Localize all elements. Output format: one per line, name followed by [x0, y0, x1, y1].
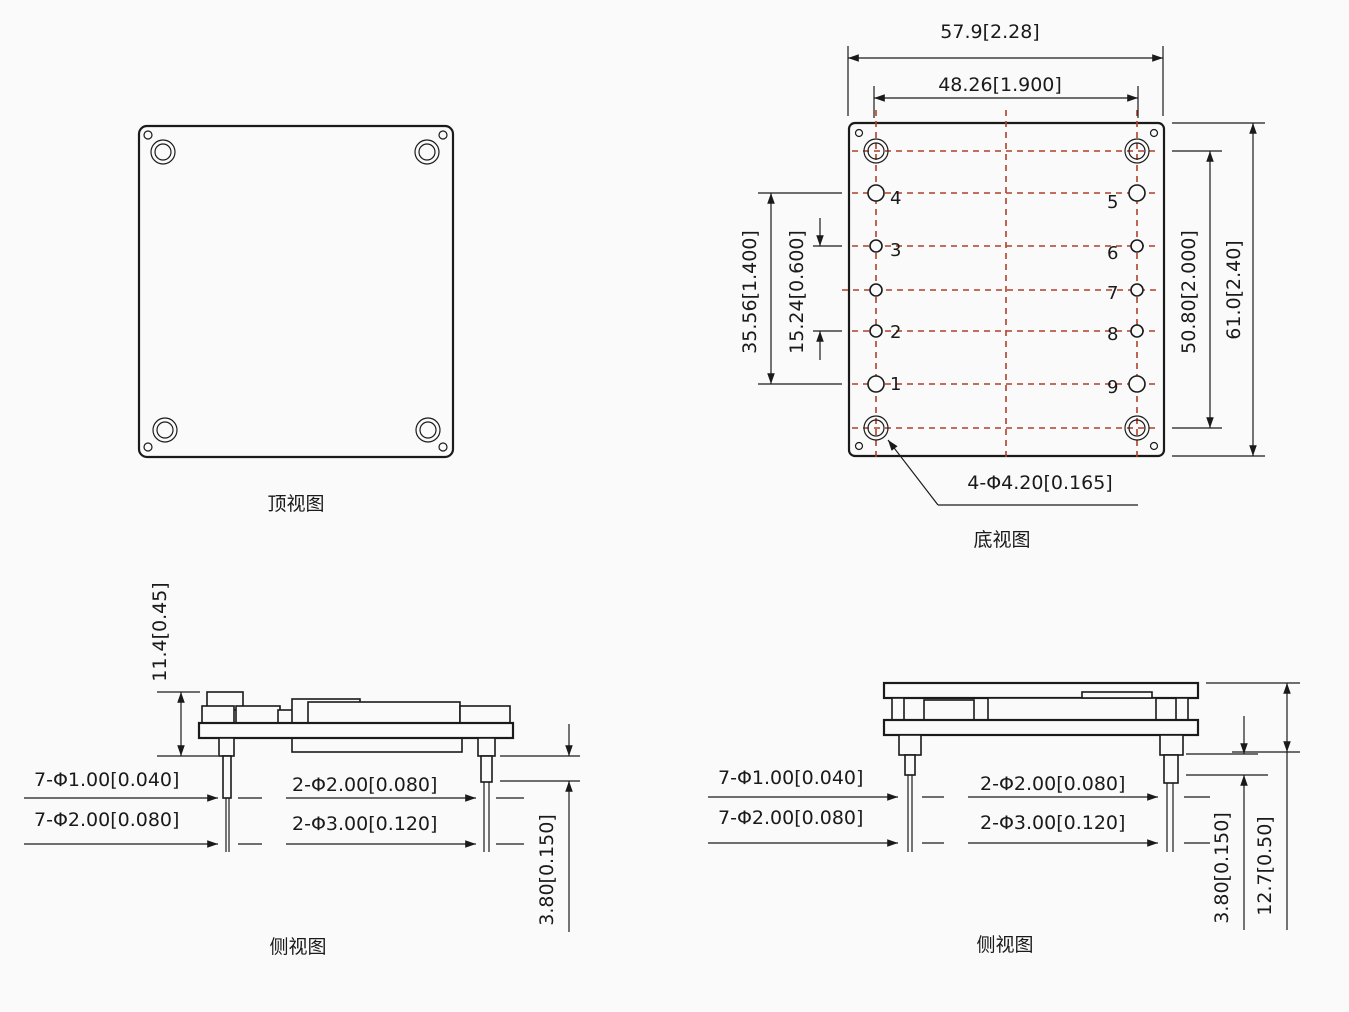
side-right-pin-a-large: 7-Φ2.00[0.080]	[718, 807, 863, 829]
dim-pin-span	[758, 192, 842, 385]
pin-label: 7	[1107, 283, 1118, 304]
dim-pin-span-label: 35.56[1.400]	[739, 230, 761, 354]
side-right-lower-board	[882, 718, 1200, 737]
dim-side-left-pin-length-label: 3.80[0.150]	[536, 814, 558, 926]
dim-pin-pitch	[813, 218, 842, 360]
side-view-right-caption: 侧视图	[976, 934, 1033, 956]
side-right-pin-a-small: 7-Φ1.00[0.040]	[718, 767, 863, 789]
side-view-left: 11.4[0.45] 7-Φ1.00[0.040] 7-Φ2.00[0.080]…	[24, 582, 580, 958]
side-left-pin-a-large: 7-Φ2.00[0.080]	[34, 809, 179, 831]
dim-overall-width-label: 57.9[2.28]	[940, 21, 1039, 43]
side-left-board	[197, 721, 515, 740]
dim-side-right-total-height	[1206, 682, 1300, 930]
side-view-right: 7-Φ1.00[0.040] 7-Φ2.00[0.080] 2-Φ2.00[0.…	[708, 681, 1300, 956]
top-view: 顶视图	[137, 124, 455, 515]
bottom-view-centre-lines	[842, 110, 1160, 458]
side-view-left-caption: 侧视图	[269, 936, 326, 958]
side-left-pin-a-small: 7-Φ1.00[0.040]	[34, 769, 179, 791]
dim-side-left-height	[157, 691, 218, 757]
side-right-pin-b-small: 2-Φ2.00[0.080]	[980, 773, 1125, 795]
dim-side-right-pin-length-label: 3.80[0.150]	[1211, 812, 1233, 924]
dim-side-left-pin-b	[286, 794, 524, 848]
dim-hole-spacing-width-label: 48.26[1.900]	[938, 74, 1062, 96]
mount-hole-leader	[887, 439, 1138, 506]
dim-overall-height	[1172, 122, 1265, 457]
side-left-pin-b-small: 2-Φ2.00[0.080]	[292, 774, 437, 796]
side-left-pin-b-large: 2-Φ3.00[0.120]	[292, 813, 437, 835]
bottom-view: 4 3 2 1 5 6 7 8 9 57.9[2.28] 48.26[1.900…	[739, 21, 1265, 551]
bottom-view-holes	[854, 128, 1159, 451]
pin-label: 1	[890, 374, 901, 395]
side-right-pin-b-large: 2-Φ3.00[0.120]	[980, 812, 1125, 834]
dim-overall-height-label: 61.0[2.40]	[1223, 240, 1245, 339]
top-view-mount-holes	[143, 130, 448, 452]
pin-label: 2	[890, 322, 901, 343]
top-view-board-outline	[137, 124, 455, 459]
dim-hole-spacing-height	[1172, 150, 1222, 429]
side-left-components	[201, 691, 511, 753]
dim-side-right-total-height-label: 12.7[0.50]	[1254, 816, 1276, 915]
dim-side-left-pin-a	[24, 794, 262, 848]
side-left-pins	[218, 737, 496, 852]
dim-side-right-pin-length	[1186, 716, 1268, 930]
top-view-caption: 顶视图	[267, 493, 324, 515]
dim-side-right-pin-a	[708, 793, 944, 847]
dim-side-left-pin-length	[500, 724, 580, 932]
dim-overall-width	[847, 46, 1164, 116]
side-right-pins	[898, 734, 1184, 852]
dim-side-left-height-label: 11.4[0.45]	[149, 582, 171, 681]
pin-label: 8	[1107, 324, 1118, 345]
pin-label: 5	[1107, 192, 1118, 213]
mount-hole-label: 4-Φ4.20[0.165]	[967, 472, 1112, 494]
dim-hole-spacing-width	[873, 86, 1139, 118]
pin-label: 9	[1107, 377, 1118, 398]
pin-label: 4	[890, 188, 901, 209]
pin-label: 6	[1107, 243, 1118, 264]
dim-pin-pitch-label: 15.24[0.600]	[786, 230, 808, 354]
side-right-components	[891, 691, 1189, 721]
pin-label: 3	[890, 240, 901, 261]
dim-side-right-pin-b	[968, 793, 1210, 847]
bottom-view-caption: 底视图	[973, 529, 1030, 551]
dim-hole-spacing-height-label: 50.80[2.000]	[1178, 230, 1200, 354]
